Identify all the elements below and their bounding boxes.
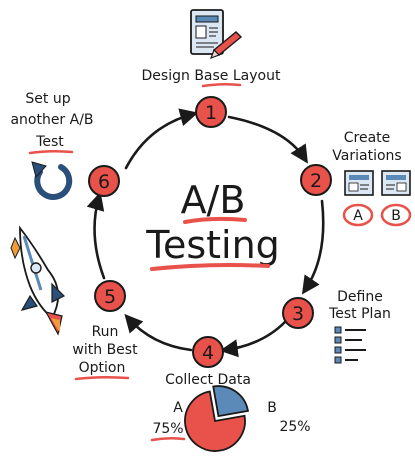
step-label-2-line-1: Create xyxy=(344,130,391,146)
step-label-1: Design Base Layout xyxy=(142,68,281,84)
pie-label-a: A xyxy=(173,400,183,416)
variation-label-a: A xyxy=(353,208,363,224)
arrow-6-to-1 xyxy=(124,108,199,170)
pie-value-a-underline xyxy=(150,436,186,442)
step-badge-4: 4 xyxy=(192,336,224,368)
step-badge-2: 2 xyxy=(300,164,332,196)
step-label-3-line-1: Define xyxy=(337,289,383,305)
step-badge-1: 1 xyxy=(195,96,227,128)
step-badge-6: 6 xyxy=(88,165,120,197)
step-label-4: Collect Data xyxy=(165,372,251,388)
pie-value-b: 25% xyxy=(279,419,310,435)
pie-value-a: 75% xyxy=(152,421,183,437)
step-label-6-underline xyxy=(28,149,74,155)
step-label-6-line-1: Set up xyxy=(25,91,70,107)
checklist-icon xyxy=(334,326,366,364)
title-line-1: A/B xyxy=(181,178,246,222)
step-number-3: 3 xyxy=(292,303,304,325)
variation-oval-a xyxy=(342,203,374,227)
pie-label-b: B xyxy=(267,400,277,416)
arrow-5-to-6 xyxy=(86,191,106,280)
arrow-1-to-2 xyxy=(227,115,308,164)
step-label-6-line-3: Test xyxy=(35,134,64,150)
step-label-5-underline xyxy=(74,375,130,381)
step-number-6: 6 xyxy=(98,171,110,193)
pie-chart-icon xyxy=(184,385,250,452)
step-label-5-line-1: Run xyxy=(92,324,119,340)
title-line-2: Testing xyxy=(145,223,280,267)
title-underline-1 xyxy=(183,216,247,224)
step-label-1-underline xyxy=(201,82,242,88)
step-label-5-line-2: with Best xyxy=(72,342,138,358)
step-badge-3: 3 xyxy=(282,297,314,329)
variation-card-a xyxy=(344,170,374,196)
variation-card-b xyxy=(381,170,411,196)
title-underline-2 xyxy=(150,263,270,271)
rocket-icon xyxy=(10,225,66,336)
arrow-3-to-4 xyxy=(219,320,287,358)
layout-sketch-icon xyxy=(190,9,224,55)
step-label-6-line-2: another A/B xyxy=(10,112,93,128)
variation-label-b: B xyxy=(391,208,401,224)
variation-cards-icon: A B xyxy=(342,170,412,227)
arrow-4-to-5 xyxy=(124,313,193,352)
arrow-2-to-3 xyxy=(301,199,325,295)
refresh-icon xyxy=(31,161,73,200)
step-label-3-line-2: Test Plan xyxy=(328,306,391,322)
cycle-arrows xyxy=(86,108,325,358)
step-badge-5: 5 xyxy=(94,280,126,312)
step-label-2-line-2: Variations xyxy=(332,148,401,164)
step-number-1: 1 xyxy=(205,102,217,124)
step-number-2: 2 xyxy=(310,170,322,192)
pie-slice-a xyxy=(184,390,246,452)
pencil-icon xyxy=(209,31,243,60)
step-number-5: 5 xyxy=(104,286,116,308)
step-label-5-line-3: Option xyxy=(79,360,126,376)
center-title: A/B Testing xyxy=(145,178,280,271)
variation-oval-b xyxy=(380,203,412,227)
pie-slice-b xyxy=(212,385,250,418)
step-number-4: 4 xyxy=(202,342,214,364)
